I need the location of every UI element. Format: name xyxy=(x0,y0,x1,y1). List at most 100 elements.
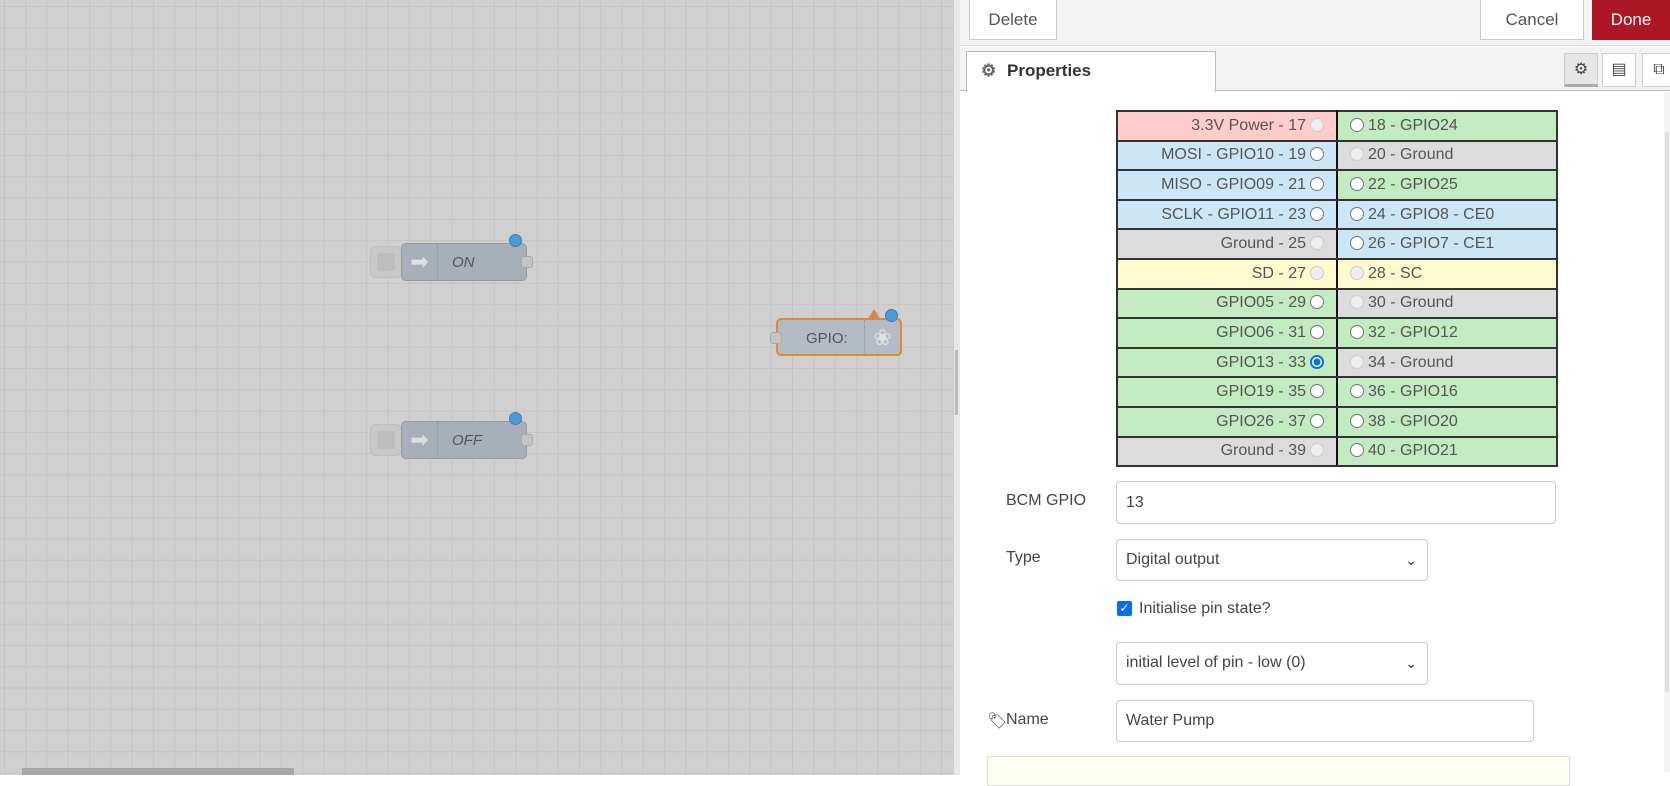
pin-label: SCLK - GPIO11 - 23 xyxy=(1161,205,1306,223)
gear-icon: ⚙ xyxy=(981,61,997,80)
pin-label: GPIO05 - 29 xyxy=(1216,294,1306,312)
pin-radio[interactable] xyxy=(1310,176,1324,191)
edit-panel: Delete Cancel Done ⚙ Properties ⚙ ▤ ⧉ 3.… xyxy=(960,0,1670,786)
changed-dot xyxy=(509,234,522,247)
tab-properties[interactable]: ⚙ Properties xyxy=(966,51,1216,92)
pin-cell-left: MOSI - GPIO10 - 19 xyxy=(1116,139,1338,172)
chevron-down-icon: ⌄ xyxy=(1405,552,1417,568)
chevron-down-icon: ⌄ xyxy=(1405,655,1417,671)
pin-label: 34 - Ground xyxy=(1368,353,1454,371)
pin-radio[interactable] xyxy=(1310,206,1324,221)
pin-radio[interactable] xyxy=(1310,295,1324,310)
pin-cell-right: 34 - Ground xyxy=(1336,346,1558,379)
type-value: Digital output xyxy=(1126,551,1220,568)
pin-radio[interactable] xyxy=(1310,324,1324,339)
pin-cell-right: 28 - SC xyxy=(1336,257,1558,290)
name-input[interactable] xyxy=(1116,700,1534,742)
pin-radio[interactable] xyxy=(1350,324,1364,339)
pin-radio[interactable] xyxy=(1350,117,1364,132)
tab-bar: ⚙ Properties ⚙ ▤ ⧉ xyxy=(960,47,1670,92)
output-port[interactable] xyxy=(521,434,533,446)
inject-node-on[interactable]: ➡ ON xyxy=(401,243,533,281)
pin-cell-left: MISO - GPIO09 - 21 xyxy=(1116,169,1338,201)
inject-node-off[interactable]: ➡ OFF xyxy=(401,421,533,459)
pin-row: SCLK - GPIO11 - 23 24 - GPIO8 - CE0 xyxy=(1116,198,1558,231)
pin-row: GPIO05 - 29 30 - Ground xyxy=(1116,287,1558,320)
changed-dot xyxy=(885,309,898,322)
type-select[interactable]: Digital output ⌄ xyxy=(1116,539,1428,581)
pin-radio[interactable] xyxy=(1350,176,1364,191)
flow-canvas[interactable]: ➡ ON ➡ OFF GPIO: ❀ xyxy=(0,0,953,775)
pin-radio xyxy=(1310,443,1324,458)
pin-label: 28 - SC xyxy=(1368,264,1423,282)
pin-radio[interactable] xyxy=(1350,443,1364,458)
pin-label: MISO - GPIO09 - 21 xyxy=(1161,175,1306,193)
horizontal-scrollbar[interactable] xyxy=(22,768,294,775)
gear-icon[interactable]: ⚙ xyxy=(1564,53,1598,87)
pin-label: GPIO13 - 33 xyxy=(1216,353,1306,371)
init-checkbox[interactable]: ✓ xyxy=(1117,601,1132,616)
bcm-gpio-label: BCM GPIO xyxy=(1006,492,1087,509)
pin-label: GPIO19 - 35 xyxy=(1216,383,1306,401)
gpio-out-node[interactable]: GPIO: ❀ xyxy=(770,318,902,356)
pin-cell-left: GPIO26 - 37 xyxy=(1116,405,1338,438)
pin-radio[interactable] xyxy=(1350,236,1364,251)
pin-radio[interactable] xyxy=(1350,206,1364,221)
name-label: Name xyxy=(1006,711,1049,728)
pin-row: GPIO19 - 35 36 - GPIO16 xyxy=(1116,376,1558,408)
node-label: ON xyxy=(452,254,475,271)
pin-cell-left: GPIO05 - 29 xyxy=(1116,287,1338,320)
pin-radio xyxy=(1310,236,1324,251)
pin-radio xyxy=(1350,354,1364,369)
pin-cell-right: 22 - GPIO25 xyxy=(1336,169,1558,201)
pin-radio xyxy=(1310,265,1324,280)
arrow-right-icon: ➡ xyxy=(402,422,438,458)
output-port[interactable] xyxy=(521,256,533,268)
pin-cell-right: 30 - Ground xyxy=(1336,287,1558,320)
vertical-scrollbar[interactable] xyxy=(1664,92,1670,772)
pin-label: 26 - GPIO7 - CE1 xyxy=(1368,235,1495,253)
panel-resize-handle[interactable] xyxy=(953,0,960,775)
pin-cell-left: GPIO06 - 31 xyxy=(1116,317,1338,349)
pin-radio[interactable] xyxy=(1310,147,1324,162)
pin-radio[interactable] xyxy=(1350,384,1364,399)
pin-cell-left: Ground - 39 xyxy=(1116,435,1338,468)
pin-cell-right: 32 - GPIO12 xyxy=(1336,317,1558,349)
bcm-gpio-input[interactable] xyxy=(1116,481,1556,524)
pin-cell-right: 40 - GPIO21 xyxy=(1336,435,1558,468)
pin-label: SD - 27 xyxy=(1251,264,1306,282)
appearance-icon[interactable]: ⧉ xyxy=(1642,53,1670,87)
node-label: OFF xyxy=(452,432,482,449)
pin-label: 24 - GPIO8 - CE0 xyxy=(1368,205,1495,223)
initial-level-select[interactable]: initial level of pin - low (0)⌄ xyxy=(1116,642,1428,685)
pin-label: 3.3V Power - 17 xyxy=(1191,116,1306,134)
pin-cell-right: 36 - GPIO16 xyxy=(1336,376,1558,408)
pin-row: MISO - GPIO09 - 21 22 - GPIO25 xyxy=(1116,169,1558,201)
raspberry-pi-icon: ❀ xyxy=(864,320,900,354)
pin-radio[interactable] xyxy=(1350,413,1364,428)
tab-label: Properties xyxy=(1007,61,1092,80)
type-label: Type xyxy=(1006,549,1041,566)
pin-row: GPIO13 - 33 34 - Ground xyxy=(1116,346,1558,379)
input-port[interactable] xyxy=(770,332,782,344)
init-label: Initialise pin state? xyxy=(1139,600,1271,617)
pin-cell-right: 26 - GPIO7 - CE1 xyxy=(1336,228,1558,260)
pin-cell-right: 38 - GPIO20 xyxy=(1336,405,1558,438)
pin-radio[interactable] xyxy=(1310,354,1324,369)
pin-radio[interactable] xyxy=(1310,413,1324,428)
inject-button-off[interactable] xyxy=(370,424,402,456)
delete-button[interactable]: Delete xyxy=(969,0,1057,40)
description-icon[interactable]: ▤ xyxy=(1602,53,1636,87)
pin-cell-right: 24 - GPIO8 - CE0 xyxy=(1336,198,1558,231)
edit-toolbar: Delete Cancel Done xyxy=(960,0,1670,46)
pin-radio[interactable] xyxy=(1310,384,1324,399)
changed-dot xyxy=(509,412,522,425)
node-label: GPIO: xyxy=(806,330,848,347)
done-button[interactable]: Done xyxy=(1592,0,1670,40)
inject-button-on[interactable] xyxy=(370,246,402,278)
cancel-button[interactable]: Cancel xyxy=(1480,0,1584,40)
